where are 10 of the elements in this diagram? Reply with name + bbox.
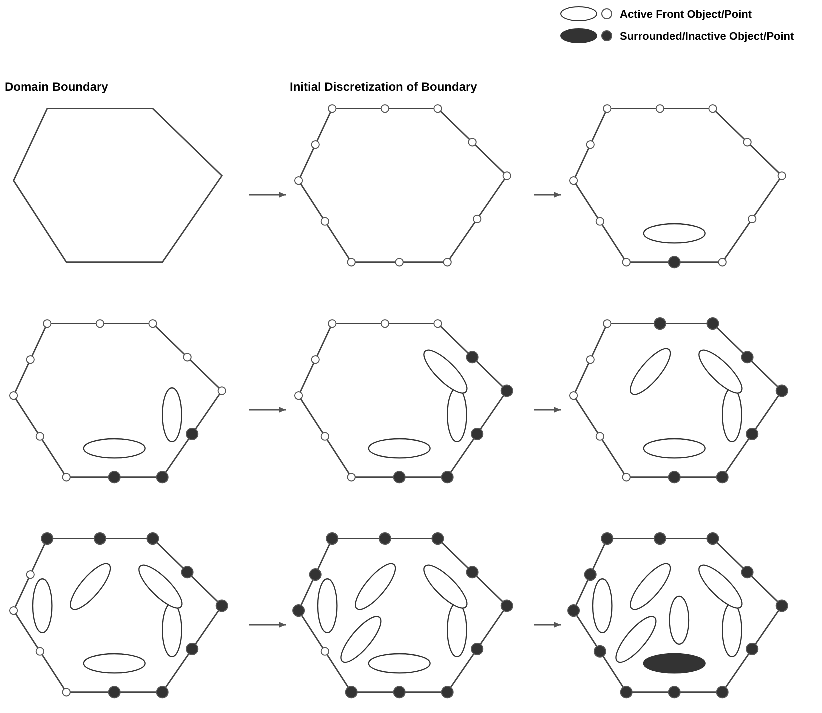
- panel-heading: Initial Discretization of Boundary: [290, 80, 478, 96]
- arrow: [534, 192, 561, 198]
- arrow: [534, 407, 561, 413]
- arrow: [249, 192, 286, 198]
- arrow: [249, 622, 286, 628]
- legend-label: Surrounded/Inactive Object/Point: [620, 31, 794, 43]
- arrow: [534, 622, 561, 628]
- arrow: [249, 407, 286, 413]
- legend-label: Active Front Object/Point: [620, 9, 752, 21]
- panel-heading: Domain Boundary: [5, 80, 108, 96]
